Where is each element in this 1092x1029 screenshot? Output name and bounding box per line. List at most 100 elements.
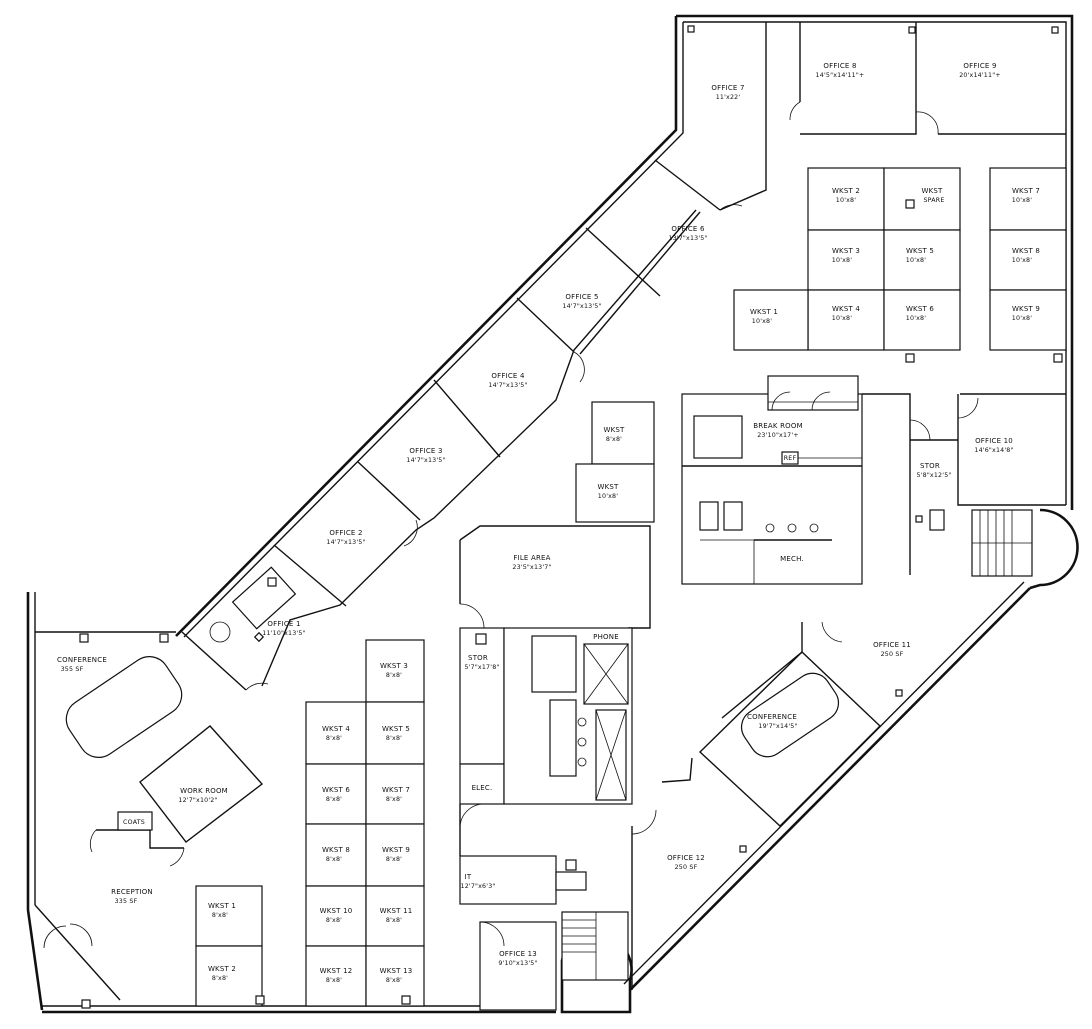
- label-office-11: OFFICE 11: [873, 641, 911, 649]
- dims-office-11: 250 SF: [881, 651, 904, 658]
- label-coats: COATS: [123, 819, 145, 826]
- east-workstations: [733, 167, 1067, 363]
- dims-wkst-spare: SPARE: [923, 197, 944, 204]
- dims-office-7: 11'x22': [716, 94, 741, 101]
- dims-wkst-11-left: 8'x8': [386, 917, 402, 924]
- dims-wkst-2-right: 10'x8': [836, 197, 856, 204]
- dims-work-room: 12'7"x10'2": [178, 797, 217, 804]
- label-wkst-5-left: WKST 5: [382, 725, 410, 733]
- label-wkst-7-right: WKST 7: [1012, 187, 1040, 195]
- label-office-6: OFFICE 6: [671, 225, 705, 233]
- room-labels: OFFICE 7 11'x22' OFFICE 8 14'5"x14'11"+ …: [57, 62, 1013, 967]
- label-office-3: OFFICE 3: [409, 447, 442, 455]
- label-office-12: OFFICE 12: [667, 854, 705, 862]
- label-file-area: FILE AREA: [513, 554, 550, 562]
- dims-wkst-3-right: 10'x8': [832, 257, 852, 264]
- label-stor-right: STOR: [920, 462, 940, 470]
- label-office-4: OFFICE 4: [491, 372, 525, 380]
- dims-conference-right: 19'7"x14'5": [758, 723, 797, 730]
- label-wkst-2-left: WKST 2: [208, 965, 236, 973]
- dims-wkst-1-right: 10'x8': [752, 318, 772, 325]
- dims-wkst-10-left: 8'x8': [326, 917, 342, 924]
- label-wkst-mid-upper: WKST: [603, 426, 625, 434]
- label-wkst-7-left: WKST 7: [382, 786, 410, 794]
- label-wkst-6-right: WKST 6: [906, 305, 934, 313]
- dims-stor-right: 5'8"x12'5": [916, 472, 951, 479]
- label-office-7: OFFICE 7: [711, 84, 744, 92]
- label-wkst-1-right: WKST 1: [750, 308, 778, 316]
- label-wkst-13-left: WKST 13: [380, 967, 413, 975]
- dims-wkst-12-left: 8'x8': [326, 977, 342, 984]
- dims-office-12: 250 SF: [675, 864, 698, 871]
- mid-core: [459, 401, 655, 1011]
- label-mech: MECH.: [780, 555, 804, 563]
- label-office-2: OFFICE 2: [329, 529, 362, 537]
- diagonal-offices: [181, 159, 743, 691]
- label-wkst-3-left: WKST 3: [380, 662, 408, 670]
- break-room-block: [681, 375, 1066, 585]
- dims-wkst-mid-upper: 8'x8': [606, 436, 622, 443]
- dims-wkst-9-right: 10'x8': [1012, 315, 1032, 322]
- label-wkst-spare: WKST: [921, 187, 943, 195]
- dims-conference-left: 355 SF: [61, 666, 84, 673]
- dims-wkst-4-right: 10'x8': [832, 315, 852, 322]
- label-conference-left: CONFERENCE: [57, 656, 107, 664]
- label-office-5: OFFICE 5: [565, 293, 598, 301]
- label-stor-left: STOR: [468, 654, 488, 662]
- dims-wkst-6-right: 10'x8': [906, 315, 926, 322]
- label-wkst-4-left: WKST 4: [322, 725, 350, 733]
- label-wkst-9-right: WKST 9: [1012, 305, 1040, 313]
- label-office-10: OFFICE 10: [975, 437, 1013, 445]
- label-office-8: OFFICE 8: [823, 62, 856, 70]
- label-wkst-3-right: WKST 3: [832, 247, 860, 255]
- dims-wkst-13-left: 8'x8': [386, 977, 402, 984]
- label-wkst-6-left: WKST 6: [322, 786, 350, 794]
- dims-office-8: 14'5"x14'11"+: [816, 72, 865, 79]
- dims-office-9: 20'x14'11"+: [959, 72, 1001, 79]
- dims-office-5: 14'7"x13'5": [562, 303, 601, 310]
- dims-wkst-7-right: 10'x8': [1012, 197, 1032, 204]
- label-office-13: OFFICE 13: [499, 950, 537, 958]
- dims-wkst-4-left: 8'x8': [326, 735, 342, 742]
- workstation-labels: WKST 2 10'x8' WKST SPARE WKST 7 10'x8' W…: [208, 187, 1040, 984]
- dims-wkst-9-left: 8'x8': [386, 856, 402, 863]
- dims-wkst-6-left: 8'x8': [326, 796, 342, 803]
- dims-office-13: 9'10"x13'5": [498, 960, 537, 967]
- dims-office-6: 13'7"x13'5": [668, 235, 707, 242]
- dims-stor-left: 5'7"x17'8": [464, 664, 499, 671]
- label-wkst-5-right: WKST 5: [906, 247, 934, 255]
- dims-wkst-3-left: 8'x8': [386, 672, 402, 679]
- label-wkst-12-left: WKST 12: [320, 967, 353, 975]
- label-it: IT: [465, 873, 472, 881]
- label-office-9: OFFICE 9: [963, 62, 996, 70]
- label-wkst-mid-lower: WKST: [597, 483, 619, 491]
- dims-office-1: 11'10"x13'5": [262, 630, 305, 637]
- dims-it: 12'7"x6'3": [460, 883, 495, 890]
- dims-office-3: 14'7"x13'5": [406, 457, 445, 464]
- label-conference-right: CONFERENCE: [747, 713, 797, 721]
- label-wkst-10-left: WKST 10: [320, 907, 353, 915]
- dims-file-area: 23'5"x13'7": [512, 564, 551, 571]
- label-break-room: BREAK ROOM: [753, 422, 803, 430]
- label-reception: RECEPTION: [111, 888, 153, 896]
- west-rooms: [43, 633, 264, 1009]
- label-wkst-4-right: WKST 4: [832, 305, 860, 313]
- north-offices: [687, 22, 1066, 211]
- label-ref: REF: [784, 455, 797, 462]
- west-workstations: [195, 639, 425, 1007]
- dims-wkst-7-left: 8'x8': [386, 796, 402, 803]
- label-wkst-8-right: WKST 8: [1012, 247, 1040, 255]
- dims-wkst-2-left: 8'x8': [212, 975, 228, 982]
- label-phone: PHONE: [593, 633, 619, 641]
- dims-office-10: 14'6"x14'8": [974, 447, 1013, 454]
- label-wkst-9-left: WKST 9: [382, 846, 410, 854]
- dims-wkst-8-left: 8'x8': [326, 856, 342, 863]
- label-wkst-11-left: WKST 11: [380, 907, 413, 915]
- dims-wkst-5-left: 8'x8': [386, 735, 402, 742]
- dims-wkst-mid-lower: 10'x8': [598, 493, 618, 500]
- dims-wkst-8-right: 10'x8': [1012, 257, 1032, 264]
- dims-wkst-1-left: 8'x8': [212, 912, 228, 919]
- dims-break-room: 23'10"x17'+: [757, 432, 799, 439]
- south-east-rooms: [631, 621, 903, 990]
